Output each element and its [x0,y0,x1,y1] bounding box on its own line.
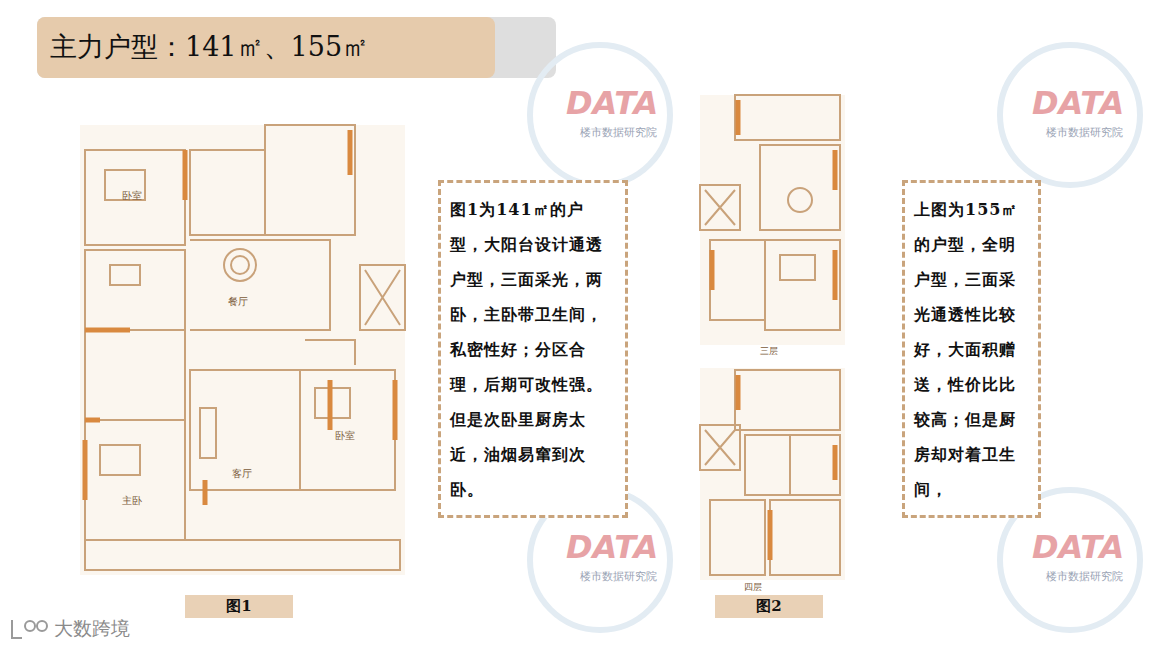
brand-logo-text: 大数跨境 [54,618,130,639]
watermark-logo: DATA [1032,530,1124,565]
floor-label: 三层 [760,347,778,357]
watermark-text: 楼市数据研究院 [580,127,657,139]
description-box: 上图为155㎡的户型，全明户型，三面采光通透性比较好，大面积赠送，性价比比较高；… [902,180,1041,518]
slide-title: 主力户型：141㎡、155㎡ [50,29,369,65]
title-band [37,17,495,78]
figure-tag: 图1 [185,595,293,618]
watermark-text: 楼市数据研究院 [1046,571,1123,583]
watermark-logo: DATA [1032,86,1124,121]
logo-icon [12,620,47,638]
room-label: 餐厅 [228,296,248,307]
watermark-logo: DATA [566,530,658,565]
description-text: 图1为141㎡的户型，大阳台设计通透户型，三面采光，两卧，主卧带卫生间，私密性好… [450,192,617,507]
room-label: 主卧 [122,495,142,506]
title-band-shadow [37,17,556,78]
room-label: 卧室 [335,430,355,441]
floor-plan-155-lower [700,368,845,580]
floor-plan-141 [80,125,405,575]
figure-tag: 图2 [715,595,823,618]
room-label: 卧室 [122,190,142,201]
description-box: 图1为141㎡的户型，大阳台设计通透户型，三面采光，两卧，主卧带卫生间，私密性好… [438,180,628,518]
room-label: 客厅 [232,468,252,479]
floor-plan-155-upper [700,95,845,345]
description-text: 上图为155㎡的户型，全明户型，三面采光通透性比较好，大面积赠送，性价比比较高；… [914,192,1030,507]
watermark-logo: DATA [566,86,658,121]
watermark-text: 楼市数据研究院 [1046,127,1123,139]
figure-tag-text: 图1 [189,597,289,616]
floor-label: 四层 [744,583,762,593]
watermark-text: 楼市数据研究院 [580,571,657,583]
figure-tag-text: 图2 [719,597,819,616]
